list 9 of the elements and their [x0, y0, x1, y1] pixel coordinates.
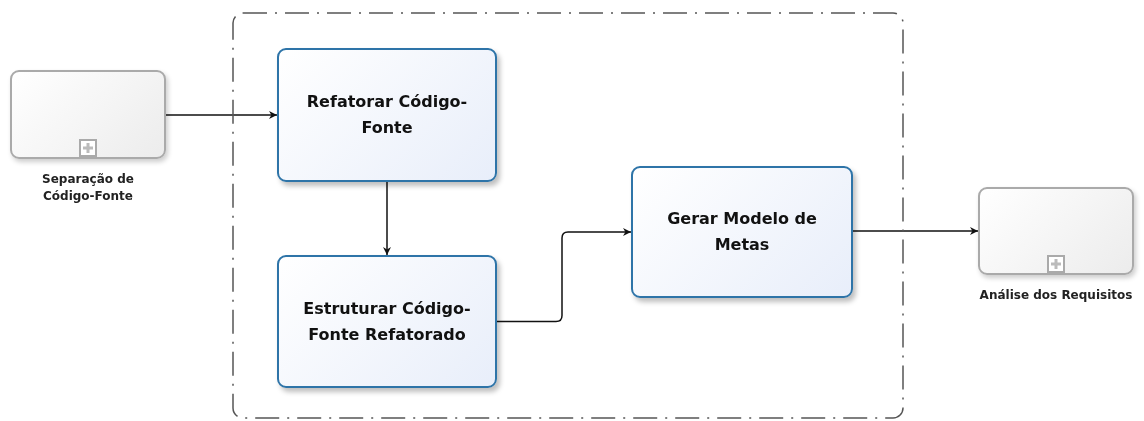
arrow — [165, 111, 278, 119]
task-box: Refatorar Código-Fonte — [277, 48, 497, 182]
subprocess-label: Separação de Código-Fonte — [41, 171, 135, 205]
subprocess-label: Análise dos Requisitos — [978, 287, 1134, 304]
arrow — [852, 227, 979, 235]
arrow — [496, 228, 632, 323]
arrow — [383, 181, 391, 256]
task-box: Estruturar Código-Fonte Refatorado — [277, 255, 497, 388]
task-box: Gerar Modelo de Metas — [631, 166, 853, 298]
